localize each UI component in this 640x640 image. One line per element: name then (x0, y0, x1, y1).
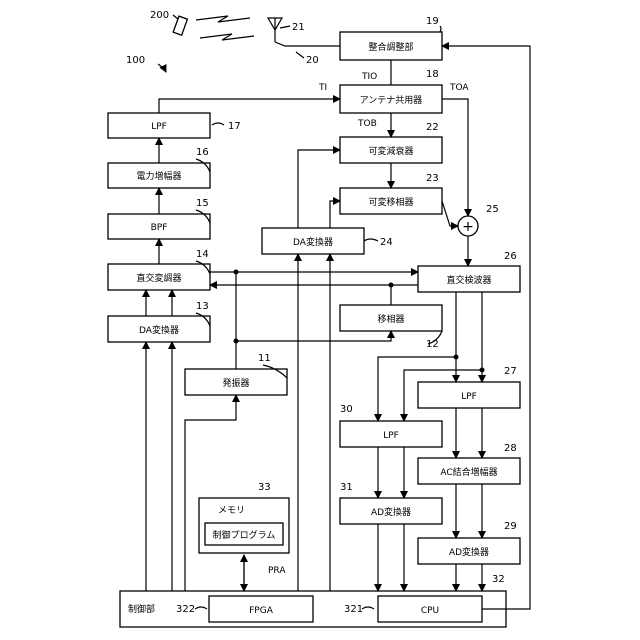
lpf30-label: LPF (383, 431, 399, 441)
oscillator-label: 発振器 (222, 377, 249, 389)
device-ref: 100 (126, 55, 145, 66)
terminal-tob: TOB (357, 119, 377, 129)
lpf27-block: LPF (418, 382, 520, 408)
ad29-block: AD変換器 (418, 538, 520, 564)
phase-shifter-ref: 12 (426, 339, 439, 350)
cpu-block: CPU (378, 596, 482, 622)
adder-symbol: + (462, 219, 474, 235)
power-amplifier-label: 電力増幅器 (136, 170, 181, 182)
quadrature-detector-block: 直交検波器 (418, 266, 520, 292)
terminal-toa: TOA (449, 83, 469, 93)
feed-ref: 20 (306, 55, 319, 66)
bpf-ref: 15 (196, 198, 209, 209)
ac-amplifier-block: AC結合増幅器 (418, 458, 520, 484)
variable-phase-shifter-label: 可変移相器 (368, 196, 413, 208)
ac-amplifier-label: AC結合増幅器 (440, 466, 497, 478)
antenna-icon (268, 18, 282, 42)
quadrature-modulator-block: 直交変調器 (108, 264, 210, 290)
program-ref: PRA (268, 566, 286, 576)
ad31-block: AD変換器 (340, 498, 442, 524)
duplexer-ref: 18 (426, 69, 439, 80)
da24-block: DA変換器 (262, 228, 364, 254)
ad31-label: AD変換器 (371, 506, 411, 518)
fpga-ref: 322 (176, 604, 195, 615)
cpu-label: CPU (421, 606, 439, 616)
variable-phase-shifter-ref: 23 (426, 173, 439, 184)
variable-phase-shifter-block: 可変移相器 (340, 188, 442, 214)
adder-node: + (458, 216, 478, 236)
ac-amplifier-ref: 28 (504, 443, 517, 454)
antenna-ref: 21 (292, 22, 305, 33)
matching-label: 整合調整部 (368, 41, 413, 53)
memory-block: メモリ 制御プログラム (199, 498, 289, 553)
matching-ref: 19 (426, 16, 439, 27)
matching-block: 整合調整部 (340, 32, 442, 60)
program-label: 制御プログラム (213, 529, 276, 541)
adder-ref: 25 (486, 204, 499, 215)
quadrature-modulator-ref: 14 (196, 249, 209, 260)
wireless-signal-icon-2 (200, 34, 254, 40)
phase-shifter-label: 移相器 (377, 313, 404, 325)
da24-label: DA変換器 (293, 236, 333, 248)
bpf-block: BPF (108, 214, 210, 239)
memory-label: メモリ (218, 506, 245, 516)
wireless-signal-icon (196, 16, 250, 22)
ad31-ref: 31 (340, 482, 353, 493)
rfid-tag-icon (173, 16, 187, 35)
lpf17-label: LPF (151, 122, 167, 132)
lpf17-block: LPF (108, 113, 210, 138)
da13-block: DA変換器 (108, 316, 210, 342)
attenuator-ref: 22 (426, 122, 439, 133)
tag-leader (173, 15, 178, 19)
power-amplifier-ref: 16 (196, 147, 209, 158)
attenuator-block: 可変減衰器 (340, 137, 442, 163)
quadrature-detector-ref: 26 (504, 251, 517, 262)
cpu-ref: 321 (344, 604, 363, 615)
lpf27-ref: 27 (504, 366, 517, 377)
da13-label: DA変換器 (139, 324, 179, 336)
lpf30-block: LPF (340, 421, 442, 447)
ad29-label: AD変換器 (449, 546, 489, 558)
oscillator-block: 発振器 (185, 369, 287, 395)
ad29-ref: 29 (504, 521, 517, 532)
terminal-ti: TI (318, 83, 327, 93)
lpf30-ref: 30 (340, 404, 353, 415)
power-amplifier-block: 電力増幅器 (108, 163, 210, 188)
quadrature-modulator-label: 直交変調器 (136, 272, 181, 284)
fpga-block: FPGA (209, 596, 313, 622)
duplexer-block: アンテナ共用器 (340, 85, 442, 113)
attenuator-label: 可変減衰器 (368, 145, 413, 157)
lpf17-ref: 17 (228, 121, 241, 132)
antenna-feed-line (275, 42, 340, 46)
control-unit-ref: 32 (492, 574, 505, 585)
duplexer-label: アンテナ共用器 (360, 95, 423, 106)
tag-ref: 200 (150, 10, 169, 21)
phase-shifter-block: 移相器 (340, 305, 442, 331)
terminal-tio: TIO (361, 72, 377, 82)
memory-ref: 33 (258, 482, 271, 493)
da13-ref: 13 (196, 301, 209, 312)
lpf27-label: LPF (461, 392, 477, 402)
oscillator-ref: 11 (258, 353, 271, 364)
da24-ref: 24 (380, 237, 393, 248)
quadrature-detector-label: 直交検波器 (446, 274, 491, 286)
control-unit-label: 制御部 (128, 603, 155, 615)
fpga-label: FPGA (249, 606, 274, 616)
bpf-label: BPF (151, 223, 168, 233)
